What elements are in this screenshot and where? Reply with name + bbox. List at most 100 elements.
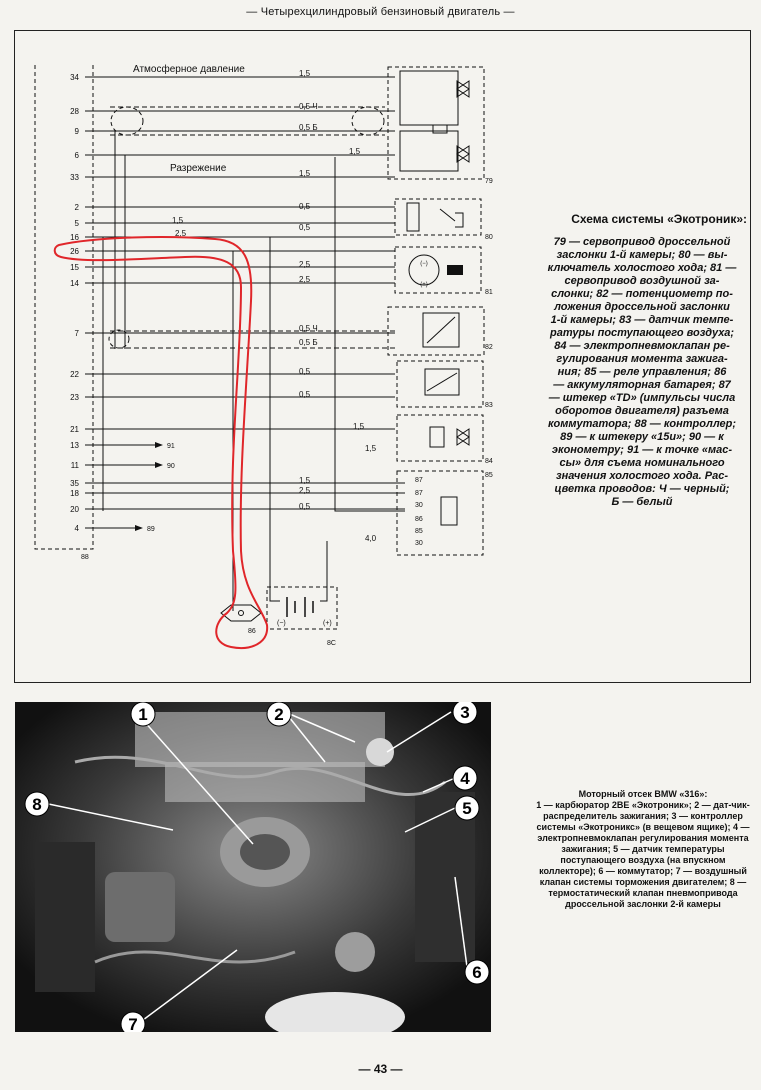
wire-size-label: 0,5	[299, 202, 311, 211]
component-82-box	[387, 306, 485, 356]
component-84-box	[396, 414, 484, 462]
pin-label: 20	[70, 505, 79, 514]
wire-size-label: 0,5	[299, 367, 311, 376]
component-80-switch	[406, 202, 420, 232]
pin-label: 34	[70, 73, 79, 82]
diagram-caption-title: Схема системы «Экотроник»:	[571, 212, 747, 226]
component-label-81: 81	[485, 289, 493, 296]
controller-outline	[34, 65, 94, 550]
pin-label: 21	[70, 425, 79, 434]
arrow-head	[155, 462, 163, 468]
wire-size-label: 1,5	[299, 476, 311, 485]
wire-size-label: 0,5 Б	[299, 123, 318, 132]
label-atmospheric-pressure: Атмосферное давление	[133, 63, 245, 75]
callout-marker	[130, 702, 156, 727]
battery-cells	[286, 597, 314, 617]
wire-size-label: 1,5	[172, 216, 184, 225]
wire-battery-plus	[320, 541, 328, 602]
wiring-diagram-svg: 342896332516261514722232113113518204881,…	[34, 63, 493, 649]
pin-label: 4	[75, 524, 80, 533]
callout-marker	[454, 795, 480, 821]
wire-size-label: 1,5	[349, 147, 361, 156]
component-79-lower	[399, 130, 459, 172]
page-number: — 43 —	[358, 1062, 403, 1076]
pin-label: 6	[75, 151, 80, 160]
photo-caption-body: 1 — карбюратор 2ВЕ «Экотроник»; 2 — дат-…	[536, 800, 750, 909]
component-81-box	[394, 246, 482, 294]
component-81-body	[447, 265, 463, 275]
component-label-79: 79	[485, 178, 493, 185]
arrow-head	[135, 525, 143, 531]
component-80-contact	[439, 208, 464, 228]
component-82-pot	[422, 312, 460, 348]
battery-box	[266, 586, 338, 630]
callout-number: 4	[460, 769, 470, 788]
arrow-ref-label: 90	[167, 463, 175, 470]
component-80-box	[394, 198, 482, 236]
battery-sign-minus: (−)	[277, 620, 286, 627]
relay-pin-label: 30	[415, 502, 423, 509]
wire-to-battery	[269, 237, 280, 602]
label-vacuum: Разрежение	[170, 163, 227, 174]
relay-pin-label: 86	[415, 516, 423, 523]
pin-label: 33	[70, 173, 79, 182]
vacuum-tube	[110, 106, 385, 136]
component-label-83: 83	[485, 402, 493, 409]
pin-label: 13	[70, 441, 79, 450]
callout-number: 7	[128, 1015, 137, 1032]
vacuum-tube-end-left	[110, 106, 144, 136]
callout-number: 5	[462, 799, 471, 818]
pin-label: 35	[70, 479, 79, 488]
callout-marker	[120, 1011, 146, 1032]
arrow-head	[155, 442, 163, 448]
wire-size-label: 1,5	[299, 169, 311, 178]
component-84-coil	[429, 426, 445, 448]
wire-size-label: 4,0	[365, 534, 377, 543]
pin-label: 5	[75, 219, 80, 228]
pin-label: 18	[70, 489, 79, 498]
wire-to-relay	[334, 157, 405, 512]
vacuum-tube-82	[110, 330, 395, 349]
relay-pin-label: 87	[415, 490, 423, 497]
battery-sign-plus: (+)	[323, 620, 332, 627]
pin-label: 9	[75, 127, 80, 136]
photo-caption: Моторный отсек BMW «316»: 1 — карбюратор…	[532, 789, 754, 910]
callout-number: 2	[274, 705, 283, 724]
component-83-box	[396, 360, 484, 408]
arrow-ref-label: 91	[167, 443, 175, 450]
trunk-wires	[102, 131, 126, 511]
component-83-slash	[426, 372, 458, 392]
wire-size-label: 0,5	[299, 390, 311, 399]
component-81-motor	[408, 254, 440, 286]
callout-marker	[452, 702, 478, 725]
pin-label: 14	[70, 279, 79, 288]
component-82-slider	[426, 316, 456, 344]
potentiometer-79	[432, 124, 448, 134]
wire-size-label: 0,5 Ч	[299, 324, 318, 333]
callout-marker	[452, 765, 478, 791]
wire-size-label: 0,5	[299, 502, 311, 511]
callout-marker	[464, 959, 490, 985]
wire-size-label: 1,5	[299, 69, 311, 78]
component-label-88: 88	[81, 554, 89, 561]
callout-marker	[24, 791, 50, 817]
component-label-85: 85	[485, 472, 493, 479]
component-83-sensor	[424, 368, 460, 396]
photo-caption-title: Моторный отсек BMW «316»:	[578, 789, 708, 799]
valve-symbol-79b	[456, 145, 470, 163]
component-79-upper	[399, 70, 459, 126]
wire-size-label: 1,5	[365, 444, 377, 453]
pin-label: 23	[70, 393, 79, 402]
component-label-84: 84	[485, 458, 493, 465]
pin-label: 7	[75, 329, 80, 338]
wire-size-label: 2,5	[175, 229, 187, 238]
page-header: — Четырехцилиндровый бензиновый двигател…	[246, 6, 515, 18]
sensor-sign-plus: (+)	[420, 282, 428, 288]
pin-label: 2	[75, 203, 80, 212]
callout-number: 8	[32, 795, 41, 814]
pin-label: 28	[70, 107, 79, 116]
component-label-86: 8С	[327, 640, 336, 647]
diagram-caption-body: 79 — сервопривод дроссельной заслонки 1-…	[547, 236, 737, 508]
